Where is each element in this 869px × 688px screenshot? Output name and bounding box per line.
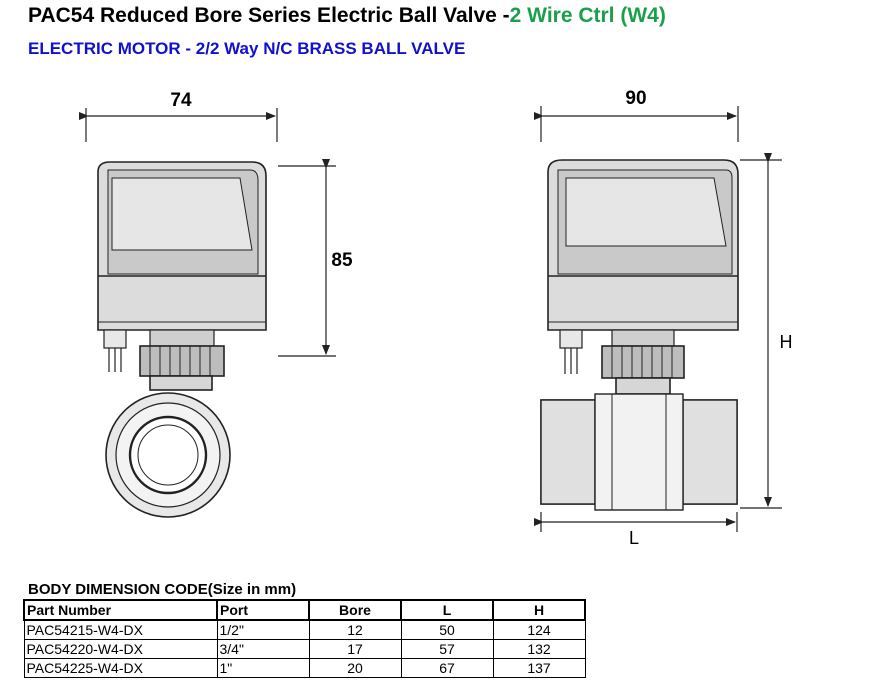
side-coupling-nut: [601, 345, 685, 379]
cell-bore: 12: [308, 619, 402, 640]
table-row: PAC54215-W4-DX 1/2" 12 50 124: [23, 619, 586, 640]
body-dimension-table: Part Number Port Bore L H PAC54215-W4-DX…: [23, 599, 586, 678]
valve-technical-drawing: 74 85 90 H L: [79, 88, 793, 548]
cell-part-number: PAC54225-W4-DX: [23, 658, 218, 678]
side-width-label: 90: [625, 88, 646, 109]
front-view: [79, 108, 336, 518]
cell-h: 124: [492, 619, 586, 640]
page-subtitle: ELECTRIC MOTOR - 2/2 Way N/C BRASS BALL …: [28, 39, 466, 58]
cell-bore: 20: [308, 658, 402, 678]
side-view: [534, 106, 782, 532]
side-wire-pins: [559, 329, 583, 374]
front-wire-pins: [103, 329, 127, 372]
table-row: PAC54220-W4-DX 3/4" 17 57 132: [23, 639, 586, 659]
cell-port: 1": [216, 658, 310, 678]
cell-h: 137: [492, 658, 586, 678]
title-accent: 2 Wire Ctrl (W4): [509, 4, 666, 27]
title-main: PAC54 Reduced Bore Series Electric Ball …: [28, 4, 510, 27]
cell-h: 132: [492, 639, 586, 659]
side-h-label: H: [780, 332, 793, 352]
front-height-label: 85: [331, 250, 353, 271]
table-header-row: Part Number Port Bore L H: [23, 599, 586, 621]
cell-part-number: PAC54215-W4-DX: [23, 619, 218, 640]
cell-port: 1/2": [216, 619, 310, 640]
header-part-number: Part Number: [23, 599, 218, 621]
table-row: PAC54225-W4-DX 1" 20 67 137: [23, 658, 586, 678]
header-port: Port: [216, 599, 310, 621]
cell-l: 57: [400, 639, 494, 659]
cell-port: 3/4": [216, 639, 310, 659]
front-coupling-nut: [139, 345, 225, 377]
front-width-label: 74: [170, 90, 192, 111]
cell-l: 50: [400, 619, 494, 640]
side-l-label: L: [629, 528, 639, 548]
header-bore: Bore: [308, 599, 402, 621]
header-l: L: [400, 599, 494, 621]
cell-l: 67: [400, 658, 494, 678]
page-title: PAC54 Reduced Bore Series Electric Ball …: [28, 4, 666, 28]
cell-part-number: PAC54220-W4-DX: [23, 639, 218, 659]
table-caption: BODY DIMENSION CODE(Size in mm): [28, 581, 297, 598]
cell-bore: 17: [308, 639, 402, 659]
header-h: H: [492, 599, 586, 621]
